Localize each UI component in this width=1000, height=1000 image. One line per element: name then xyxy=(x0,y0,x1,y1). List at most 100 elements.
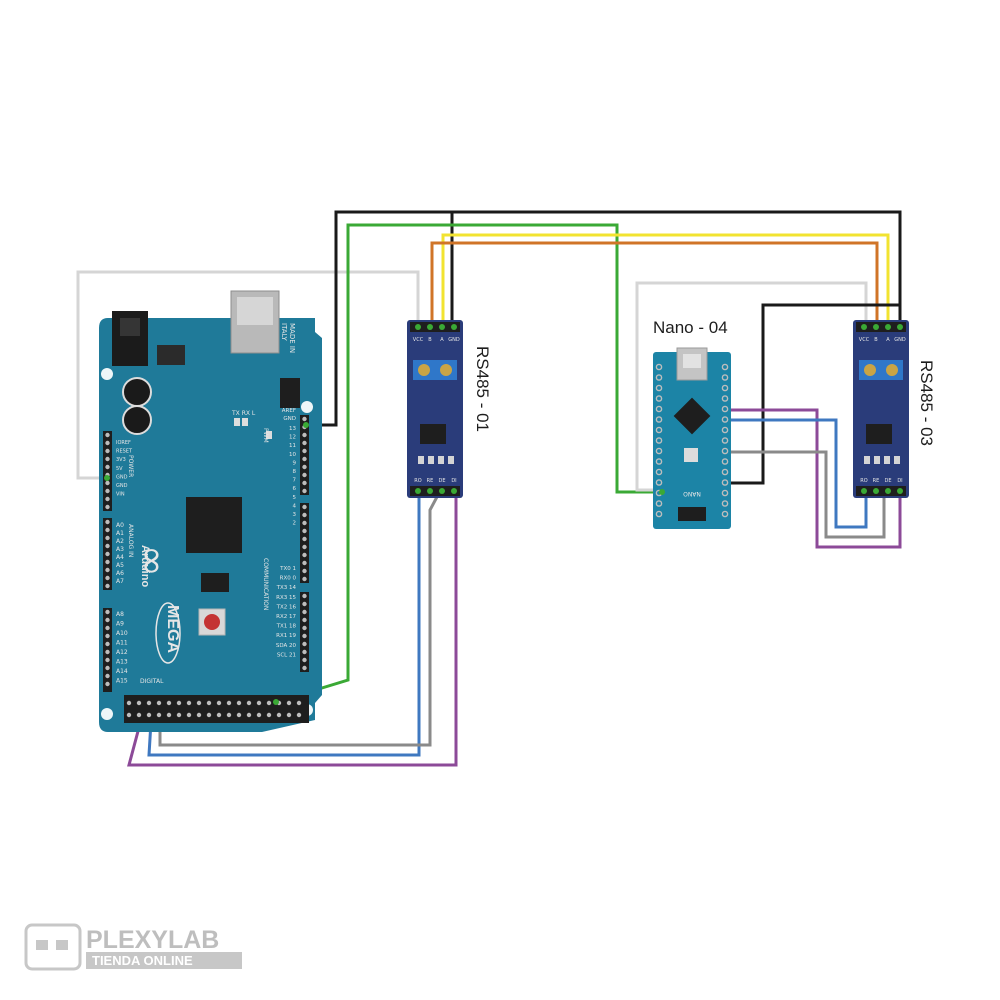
analog-pin-label: A4 xyxy=(116,554,124,561)
digital-header-top-2 xyxy=(300,503,309,583)
nano-pin xyxy=(655,416,663,423)
analog-pin-label: A8 xyxy=(116,611,124,618)
nano-pin xyxy=(655,437,663,444)
module-pin-label: A xyxy=(440,337,444,343)
robot-eye-icon xyxy=(36,940,48,950)
made-in-label: MADE INITALY xyxy=(280,323,296,353)
digital-pin-label: 10 xyxy=(289,452,296,458)
header-pin xyxy=(156,700,162,706)
terminal-screw-icon xyxy=(418,364,430,376)
header-pin xyxy=(276,712,282,718)
reset-button[interactable] xyxy=(684,448,698,462)
analog-pin-label: A11 xyxy=(116,640,128,647)
comm-pin-label: RX1 19 xyxy=(276,633,296,639)
smd-resistor xyxy=(864,456,870,464)
module-pin-label: RO xyxy=(860,478,867,484)
module-pin-label: RE xyxy=(873,478,880,484)
header-pin xyxy=(105,527,110,533)
digital-header-bottom xyxy=(124,695,309,723)
module-label: RS485 - 01 xyxy=(473,346,492,432)
icsp-header-top xyxy=(280,378,300,408)
power-pin-label: GND xyxy=(116,474,128,480)
header-pin xyxy=(105,583,110,589)
header-pin xyxy=(126,712,132,718)
header-pin xyxy=(216,712,222,718)
digital-pin-label: 6 xyxy=(293,486,297,492)
watermark-name: PLEXYLAB xyxy=(86,926,219,954)
analog-pin-label: A2 xyxy=(116,538,124,545)
digital-pin-label: 12 xyxy=(289,435,296,441)
nano-pins xyxy=(655,363,729,518)
header-pin xyxy=(256,700,262,706)
module-pin-label: DE xyxy=(438,478,445,484)
header-pin xyxy=(105,665,110,671)
nano-pin xyxy=(721,500,729,507)
power-section-label: POWER xyxy=(127,455,134,477)
module-pin-label: VCC xyxy=(413,337,424,343)
analog-pin-label: A1 xyxy=(116,530,124,537)
module-pin xyxy=(415,324,421,330)
nano-pin xyxy=(721,489,729,497)
module-pin-label: RE xyxy=(427,478,434,484)
module-pin xyxy=(439,488,445,494)
power-pin-label: GND xyxy=(116,483,128,489)
power-pin-label: 5V xyxy=(116,466,123,472)
led-rx xyxy=(242,418,248,426)
header-pin xyxy=(302,544,307,550)
power-pin-label: VIN xyxy=(116,492,125,498)
header-pin xyxy=(266,700,272,706)
power-pin-label: RESET xyxy=(116,449,133,455)
header-pin xyxy=(105,496,110,502)
header-pin xyxy=(302,536,307,542)
capacitor-2 xyxy=(122,405,152,435)
analog-pin-label: A3 xyxy=(116,546,124,553)
power-header xyxy=(103,431,112,511)
nano-pin xyxy=(655,426,663,434)
header-pin xyxy=(105,649,110,655)
header-pin xyxy=(105,519,110,525)
model-label: MEGA xyxy=(164,605,181,653)
robot-eye-icon xyxy=(56,940,68,950)
header-pin xyxy=(186,700,192,706)
smd-resistor xyxy=(894,456,900,464)
module-pin xyxy=(439,324,445,330)
reset-button-cap[interactable] xyxy=(204,614,220,630)
nano-pin xyxy=(721,447,729,455)
header-pin xyxy=(196,712,202,718)
arduino-logo: ∞ Arduino MEGA xyxy=(131,545,181,653)
header-pin xyxy=(302,488,307,494)
led-tx xyxy=(234,418,240,426)
digital-pin-label: GND xyxy=(283,416,296,422)
module-pin xyxy=(897,488,903,494)
mounting-hole xyxy=(101,708,113,720)
capacitor-1 xyxy=(122,377,152,407)
digital-pin-label: 11 xyxy=(289,443,296,449)
transceiver-chip xyxy=(420,424,446,444)
digital-pin-label: 9 xyxy=(293,460,297,466)
nano-pin xyxy=(721,458,729,465)
header-pin xyxy=(302,560,307,566)
header-pin xyxy=(105,657,110,663)
header-pin xyxy=(146,712,152,718)
module-pin-label: DI xyxy=(451,478,456,484)
nano-pin xyxy=(721,395,729,402)
wires xyxy=(76,210,902,767)
wire-joint xyxy=(303,422,309,428)
nano-pin xyxy=(721,416,729,423)
brand-label: Arduino xyxy=(139,545,151,587)
header-pin xyxy=(105,480,110,486)
smd-resistor xyxy=(438,456,444,464)
nano-pin xyxy=(655,405,663,413)
arduino-mega-board: MADE INITALY TX RX L ∞ Arduino MEGA POWE… xyxy=(99,290,322,732)
wire-gray-nano xyxy=(722,450,886,539)
header-pin xyxy=(105,488,110,494)
nano-label: Nano - 04 xyxy=(653,318,728,337)
analog-pin-label: A7 xyxy=(116,578,124,585)
voltage-regulator xyxy=(157,345,185,365)
terminal-screw-icon xyxy=(440,364,452,376)
header-pin xyxy=(302,665,307,671)
nano-pin xyxy=(655,447,663,455)
module-pin xyxy=(873,488,879,494)
header-pin xyxy=(246,700,252,706)
